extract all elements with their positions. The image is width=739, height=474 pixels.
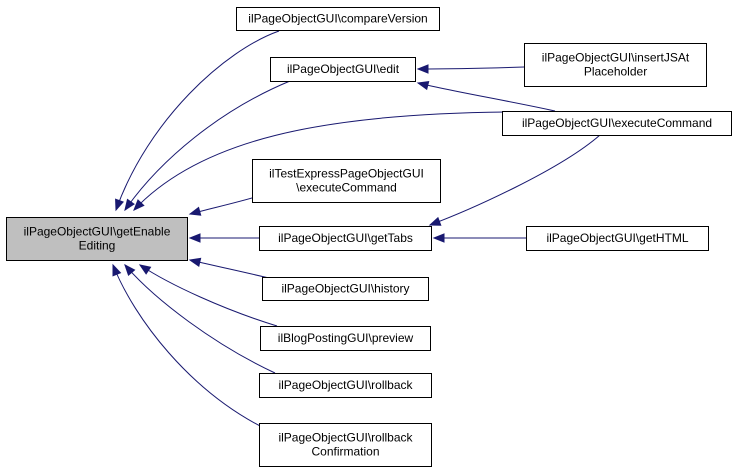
arrowhead-icon <box>416 64 429 74</box>
edge-getTabs-to-getEnableEditing <box>188 233 259 243</box>
node-history[interactable]: ilPageObjectGUI\history <box>262 277 429 301</box>
edge-line <box>115 30 280 211</box>
arrowhead-icon <box>112 263 122 277</box>
node-box[interactable] <box>259 226 432 251</box>
node-box[interactable] <box>252 159 441 203</box>
node-box[interactable] <box>526 226 709 251</box>
node-label-line: ilTestExpressPageObjectGUI <box>269 167 424 181</box>
edge-getHTML-to-getTabs <box>432 233 526 243</box>
node-rollback[interactable]: ilPageObjectGUI\rollback <box>259 373 432 398</box>
edge-testExpressExecuteCommand-to-getEnableEditing <box>188 194 263 216</box>
node-blogPreview[interactable]: ilBlogPostingGUI\preview <box>260 326 431 351</box>
arrowhead-icon <box>432 233 445 243</box>
edge-executeCommand-to-getTabs <box>428 134 601 226</box>
node-box[interactable] <box>6 217 188 261</box>
edge-line <box>189 259 274 280</box>
node-label-line: ilPageObjectGUI\edit <box>287 62 400 76</box>
edge-line <box>124 80 291 211</box>
node-getHTML[interactable]: ilPageObjectGUI\getHTML <box>526 226 709 251</box>
edge-history-to-getEnableEditing <box>188 257 274 280</box>
edge-line <box>429 134 601 226</box>
node-box[interactable] <box>236 7 440 31</box>
node-label-line: ilPageObjectGUI\compareVersion <box>248 12 427 26</box>
node-executeCommand[interactable]: ilPageObjectGUI\executeCommand <box>502 111 732 136</box>
node-compareVersion[interactable]: ilPageObjectGUI\compareVersion <box>236 7 440 31</box>
node-label-line: ilPageObjectGUI\getHTML <box>546 231 688 245</box>
arrowhead-icon <box>124 263 136 277</box>
node-label-line: ilPageObjectGUI\getEnable <box>24 225 171 239</box>
edge-line <box>417 82 556 112</box>
arrowhead-icon <box>133 199 145 211</box>
edge-line <box>112 264 263 428</box>
node-testExpressExecuteCommand[interactable]: ilTestExpressPageObjectGUI\executeComman… <box>252 159 441 203</box>
node-edit[interactable]: ilPageObjectGUI\edit <box>270 57 416 82</box>
node-box[interactable] <box>259 423 432 467</box>
arrowhead-icon <box>188 257 202 268</box>
node-label-line: ilBlogPostingGUI\preview <box>278 331 414 345</box>
arrowhead-icon <box>188 233 201 243</box>
arrowhead-icon <box>115 198 124 212</box>
node-box[interactable] <box>524 43 707 87</box>
edge-compareVersion-to-getEnableEditing <box>115 30 280 212</box>
node-label-line: ilPageObjectGUI\history <box>281 282 409 296</box>
node-box[interactable] <box>260 326 431 351</box>
edge-insertJSAtPlaceholder-to-edit <box>416 64 525 74</box>
edge-executeCommand-to-edit <box>416 80 556 112</box>
node-label-line: Confirmation <box>311 445 379 459</box>
arrowhead-icon <box>416 80 430 91</box>
node-getTabs[interactable]: ilPageObjectGUI\getTabs <box>259 226 432 251</box>
arrowhead-icon <box>138 264 152 275</box>
edge-line <box>189 194 263 215</box>
node-label-line: ilPageObjectGUI\insertJSAt <box>542 51 690 65</box>
edge-line <box>133 111 507 211</box>
edge-line <box>417 66 525 70</box>
arrowhead-icon <box>124 198 135 212</box>
node-label-line: \executeCommand <box>296 181 397 195</box>
node-label-line: ilPageObjectGUI\getTabs <box>278 231 413 245</box>
node-label-line: ilPageObjectGUI\rollback <box>278 431 413 445</box>
edge-edit-to-getEnableEditing <box>124 80 291 212</box>
arrowhead-icon <box>188 206 202 216</box>
node-label-line: Placeholder <box>584 65 647 79</box>
node-label-line: ilPageObjectGUI\executeCommand <box>522 116 712 130</box>
node-box[interactable] <box>270 57 416 82</box>
node-box[interactable] <box>502 111 732 136</box>
nodes-layer: ilPageObjectGUI\getEnableEditingilPageOb… <box>6 7 732 467</box>
node-label-line: ilPageObjectGUI\rollback <box>278 378 413 392</box>
edge-line <box>139 264 278 327</box>
node-box[interactable] <box>262 277 429 301</box>
edge-rollbackConfirmation-to-getEnableEditing <box>112 263 263 428</box>
node-label-line: Editing <box>79 239 116 253</box>
arrowhead-icon <box>428 216 442 226</box>
edge-executeCommand-to-getEnableEditing <box>133 111 507 211</box>
edge-line <box>124 264 276 374</box>
edge-rollback-to-getEnableEditing <box>124 263 276 374</box>
node-box[interactable] <box>259 373 432 398</box>
edges-layer <box>112 30 601 428</box>
edge-blogPreview-to-getEnableEditing <box>138 264 278 327</box>
